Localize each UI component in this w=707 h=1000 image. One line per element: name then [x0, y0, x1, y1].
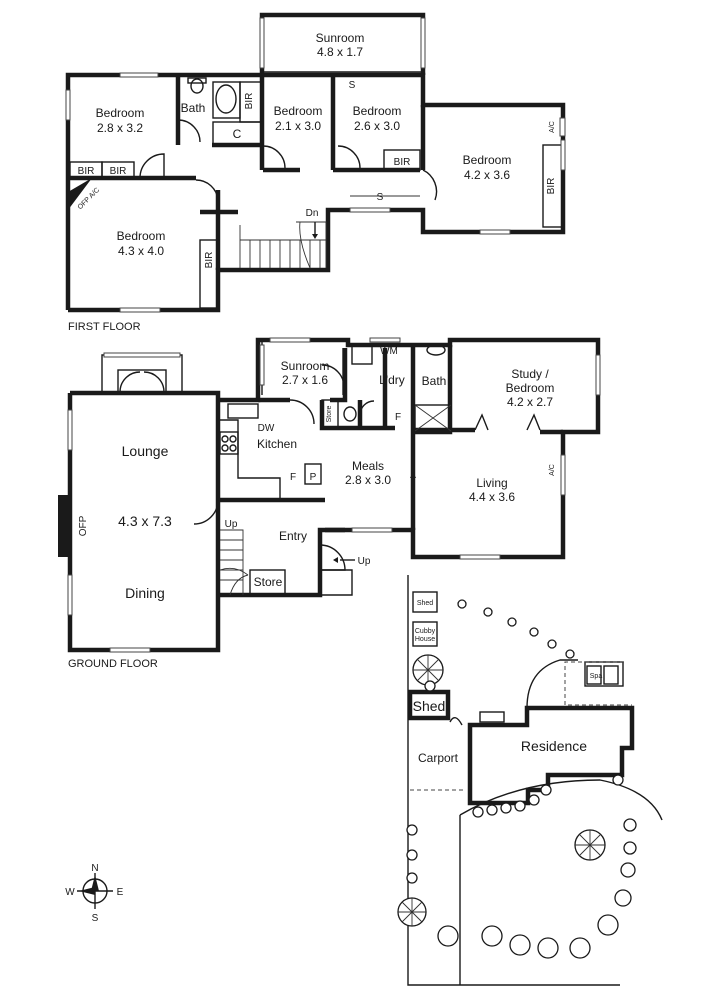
- meals-size: 2.8 x 3.0: [345, 473, 391, 487]
- bir-label: BIR: [204, 252, 215, 269]
- study-size: 4.2 x 2.7: [507, 395, 553, 409]
- site-trees: [397, 599, 637, 959]
- closet-c-label: C: [233, 127, 242, 141]
- lounge-label: Lounge: [122, 443, 169, 459]
- compass-rose: [77, 873, 113, 909]
- bir-label: BIR: [78, 166, 95, 177]
- first-floor-title: FIRST FLOOR: [68, 321, 141, 333]
- dishwasher-label: DW: [258, 423, 275, 434]
- compass-west: W: [65, 887, 75, 898]
- ground-ac-label: A/C: [549, 464, 556, 476]
- lounge-dining-size: 4.3 x 7.3: [118, 513, 172, 529]
- living-size: 4.4 x 3.6: [469, 490, 515, 504]
- study-name-2: Bedroom: [506, 381, 555, 395]
- fridge-label: F: [395, 412, 401, 423]
- spa-label: Spa: [590, 673, 603, 680]
- store-label: Store: [326, 406, 333, 423]
- first-floor-sunroom-size: 4.8 x 1.7: [317, 45, 363, 59]
- bir-label: BIR: [394, 157, 411, 168]
- understairs-store-label: Store: [254, 575, 283, 589]
- bedroom-sw-size: 4.3 x 4.0: [118, 244, 164, 258]
- compass-south: S: [92, 913, 99, 924]
- dining-label: Dining: [125, 585, 165, 601]
- bir-label: BIR: [244, 93, 255, 110]
- bedroom-sw-name: Bedroom: [117, 229, 166, 243]
- compass-north: N: [91, 863, 98, 874]
- cubby-label-2: House: [415, 636, 435, 643]
- s-label: S: [377, 192, 384, 203]
- stairs-down-label: Dn: [306, 208, 319, 219]
- ofp-label: OFP: [78, 515, 89, 536]
- bedroom-nw-size: 2.8 x 3.2: [97, 121, 143, 135]
- stairs-up-label: Up: [225, 519, 238, 530]
- ground-floor-title: GROUND FLOOR: [68, 658, 158, 670]
- site-shed-label: Shed: [413, 698, 446, 714]
- pantry-label: P: [310, 472, 317, 483]
- bedroom-3-name: Bedroom: [353, 104, 402, 118]
- bedroom-e-size: 4.2 x 3.6: [464, 168, 510, 182]
- bedroom-3-size: 2.6 x 3.0: [354, 119, 400, 133]
- first-floor-plan: [65, 12, 566, 313]
- s-label: S: [349, 80, 356, 91]
- site-shed-small-label: Shed: [417, 600, 433, 607]
- site-plan: [397, 575, 663, 986]
- meals-name: Meals: [352, 459, 384, 473]
- laundry-label: L'dry: [379, 373, 405, 387]
- ground-floor-plan: [58, 337, 601, 653]
- entry-label: Entry: [279, 529, 307, 543]
- first-floor-sunroom-name: Sunroom: [316, 31, 365, 45]
- kitchen-label: Kitchen: [257, 437, 297, 451]
- study-name-1: Study /: [511, 367, 549, 381]
- ground-sunroom-size: 2.7 x 1.6: [282, 373, 328, 387]
- first-floor-bath-label: Bath: [181, 101, 206, 115]
- bedroom-nw-name: Bedroom: [96, 106, 145, 120]
- cubby-label-1: Cubby: [415, 628, 436, 635]
- ground-bath-label: Bath: [422, 374, 447, 388]
- bedroom-2-name: Bedroom: [274, 104, 323, 118]
- residence-label: Residence: [521, 738, 587, 754]
- bedroom-e-name: Bedroom: [463, 153, 512, 167]
- bedroom-2-size: 2.1 x 3.0: [275, 119, 321, 133]
- carport-label: Carport: [418, 751, 459, 765]
- living-name: Living: [476, 476, 507, 490]
- front-step-up-label: Up: [358, 556, 371, 567]
- fridge-label-kitchen: F: [290, 472, 296, 483]
- compass-east: E: [117, 887, 124, 898]
- bir-label: BIR: [110, 166, 127, 177]
- ground-sunroom-name: Sunroom: [281, 359, 330, 373]
- bir-label: BIR: [546, 178, 557, 195]
- ac-label: A/C: [549, 121, 556, 133]
- washing-machine-label: WM: [380, 346, 398, 357]
